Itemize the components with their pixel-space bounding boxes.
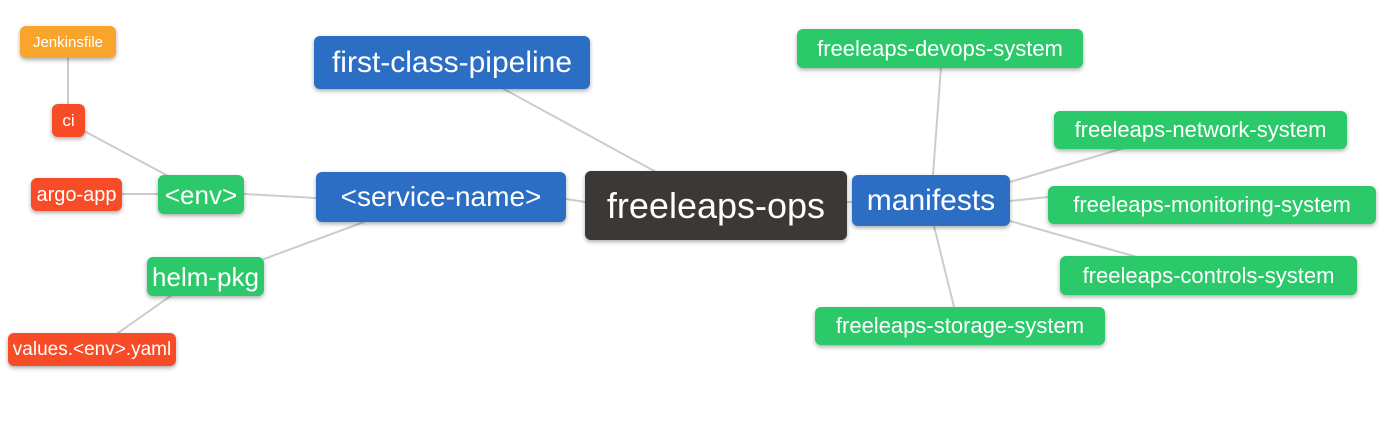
node-env[interactable]: <env> [158,175,244,214]
node-ci[interactable]: ci [52,104,85,137]
node-values-env-yaml[interactable]: values.<env>.yaml [8,333,176,366]
node-freeleaps-storage-system[interactable]: freeleaps-storage-system [815,307,1105,345]
node-argo-app[interactable]: argo-app [31,178,122,211]
node-freeleaps-controls-system[interactable]: freeleaps-controls-system [1060,256,1357,295]
node-freeleaps-ops[interactable]: freeleaps-ops [585,171,847,240]
edge-manifests-devops [932,66,942,176]
edge-values-helmpkg [117,294,173,334]
node-jenkinsfile[interactable]: Jenkinsfile [20,26,116,58]
edge-servicename-ops [565,198,586,203]
edge-manifests-monitoring [1009,196,1049,202]
edge-ci-env [83,130,173,179]
edge-pipeline-ops [501,87,657,173]
node-manifests[interactable]: manifests [852,175,1010,226]
edge-manifests-storage [933,225,955,308]
edge-manifests-network [1009,147,1125,183]
node-freeleaps-monitoring-system[interactable]: freeleaps-monitoring-system [1048,186,1376,224]
edge-helmpkg-servicename [263,221,365,260]
node-service-name[interactable]: <service-name> [316,172,566,222]
node-first-class-pipeline[interactable]: first-class-pipeline [314,36,590,89]
edge-manifests-controls [1009,220,1138,258]
node-freeleaps-devops-system[interactable]: freeleaps-devops-system [797,29,1083,68]
node-helm-pkg[interactable]: helm-pkg [147,257,264,296]
node-freeleaps-network-system[interactable]: freeleaps-network-system [1054,111,1347,149]
edge-env-servicename [243,193,317,199]
